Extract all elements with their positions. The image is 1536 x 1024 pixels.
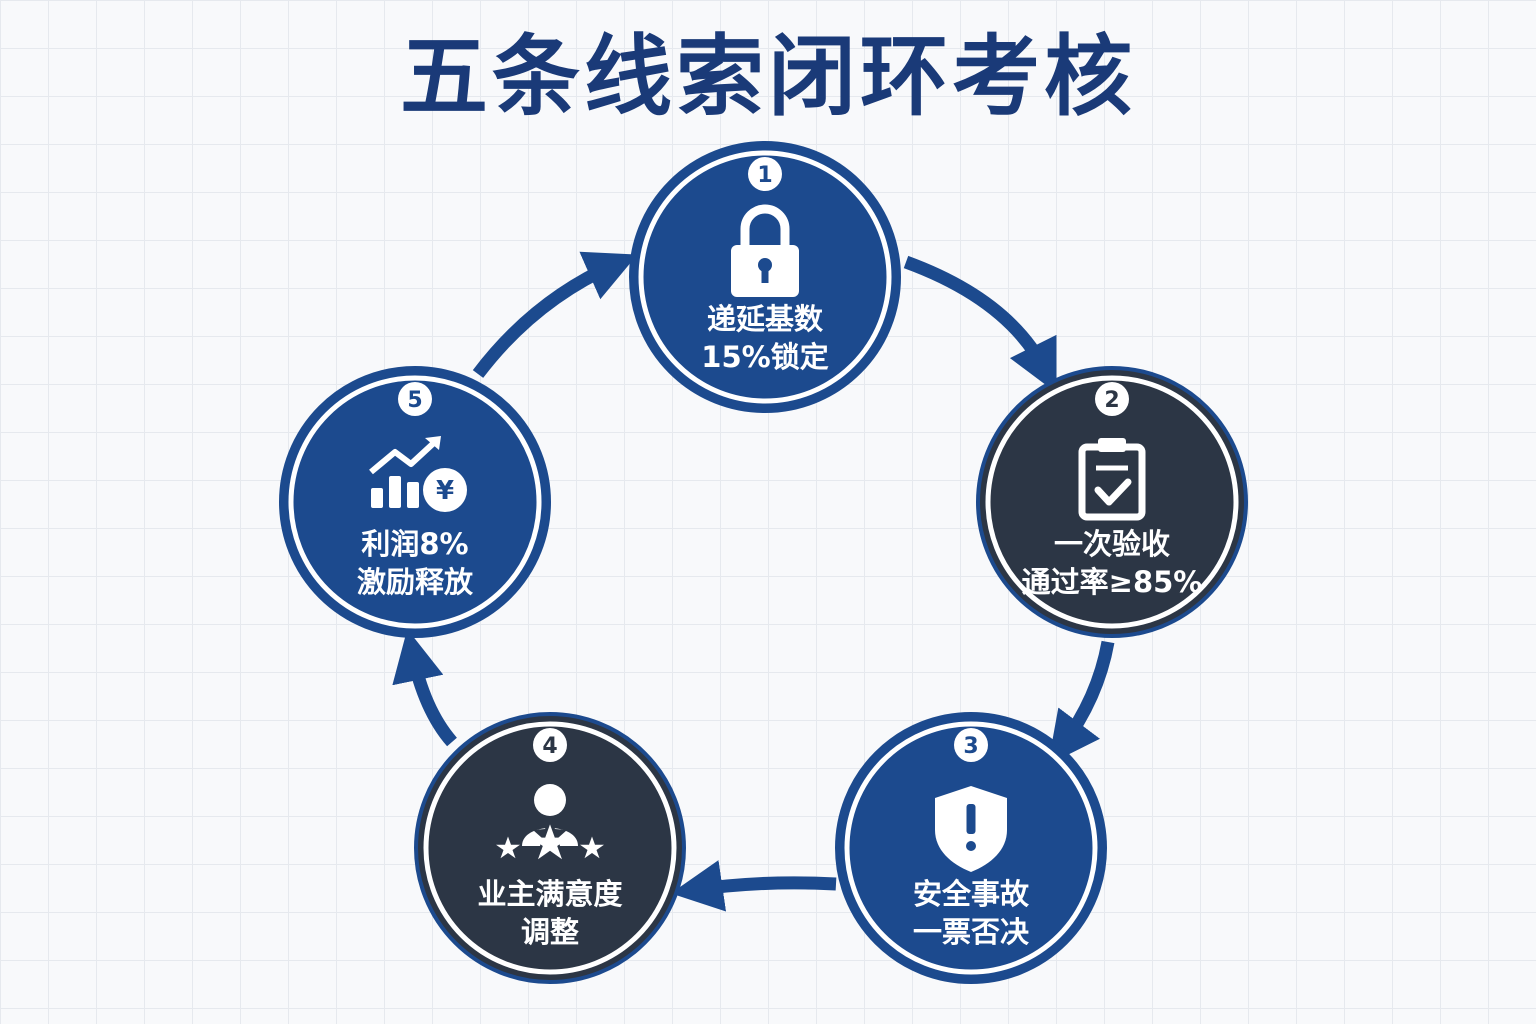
step-number: 4: [542, 734, 557, 759]
lock-icon: [731, 204, 799, 297]
svg-text:¥: ¥: [436, 476, 454, 506]
step-label-line2: 通过率≥85%: [1022, 565, 1203, 599]
step-node-1: 1 递延基数 15%锁定: [629, 141, 901, 413]
page-title: 五条线索闭环考核: [399, 25, 1136, 128]
step-label-line2: 15%锁定: [701, 340, 828, 374]
step-label-line1: 一次验收: [1054, 527, 1170, 561]
step-node-3: 3 安全事故 一票否决: [835, 712, 1107, 984]
step-label-line2: 激励释放: [357, 565, 474, 599]
step-label-line1: 业主满意度: [477, 877, 622, 911]
step-number: 5: [407, 388, 422, 413]
step-number: 2: [1104, 388, 1119, 413]
shield-alert-icon: [935, 786, 1007, 872]
arrow-3-to-4: [670, 860, 837, 912]
step-label-line1: 利润8%: [361, 527, 468, 561]
step-label-line1: 安全事故: [913, 877, 1030, 911]
arrow-4-to-5: [392, 629, 457, 747]
user-stars-icon: [496, 784, 604, 860]
arrow-5-to-1: [472, 251, 638, 378]
arrow-2-to-3: [1047, 640, 1115, 765]
step-label-line2: 调整: [521, 915, 579, 949]
step-label-line1: 递延基数: [707, 302, 824, 336]
step-node-4: 4 业主满意度 调整: [414, 712, 686, 984]
step-node-2: 2 一次验收 通过率≥85%: [976, 366, 1248, 638]
step-number: 3: [963, 734, 978, 759]
chart-yen-icon: ¥: [369, 436, 467, 512]
step-number: 1: [757, 163, 772, 188]
arrow-1-to-2: [903, 255, 1057, 393]
clipboard-check-icon: [1078, 438, 1146, 521]
step-node-5: 5 ¥ 利润8% 激励释放: [279, 366, 551, 638]
step-label-line2: 一票否决: [913, 915, 1030, 949]
